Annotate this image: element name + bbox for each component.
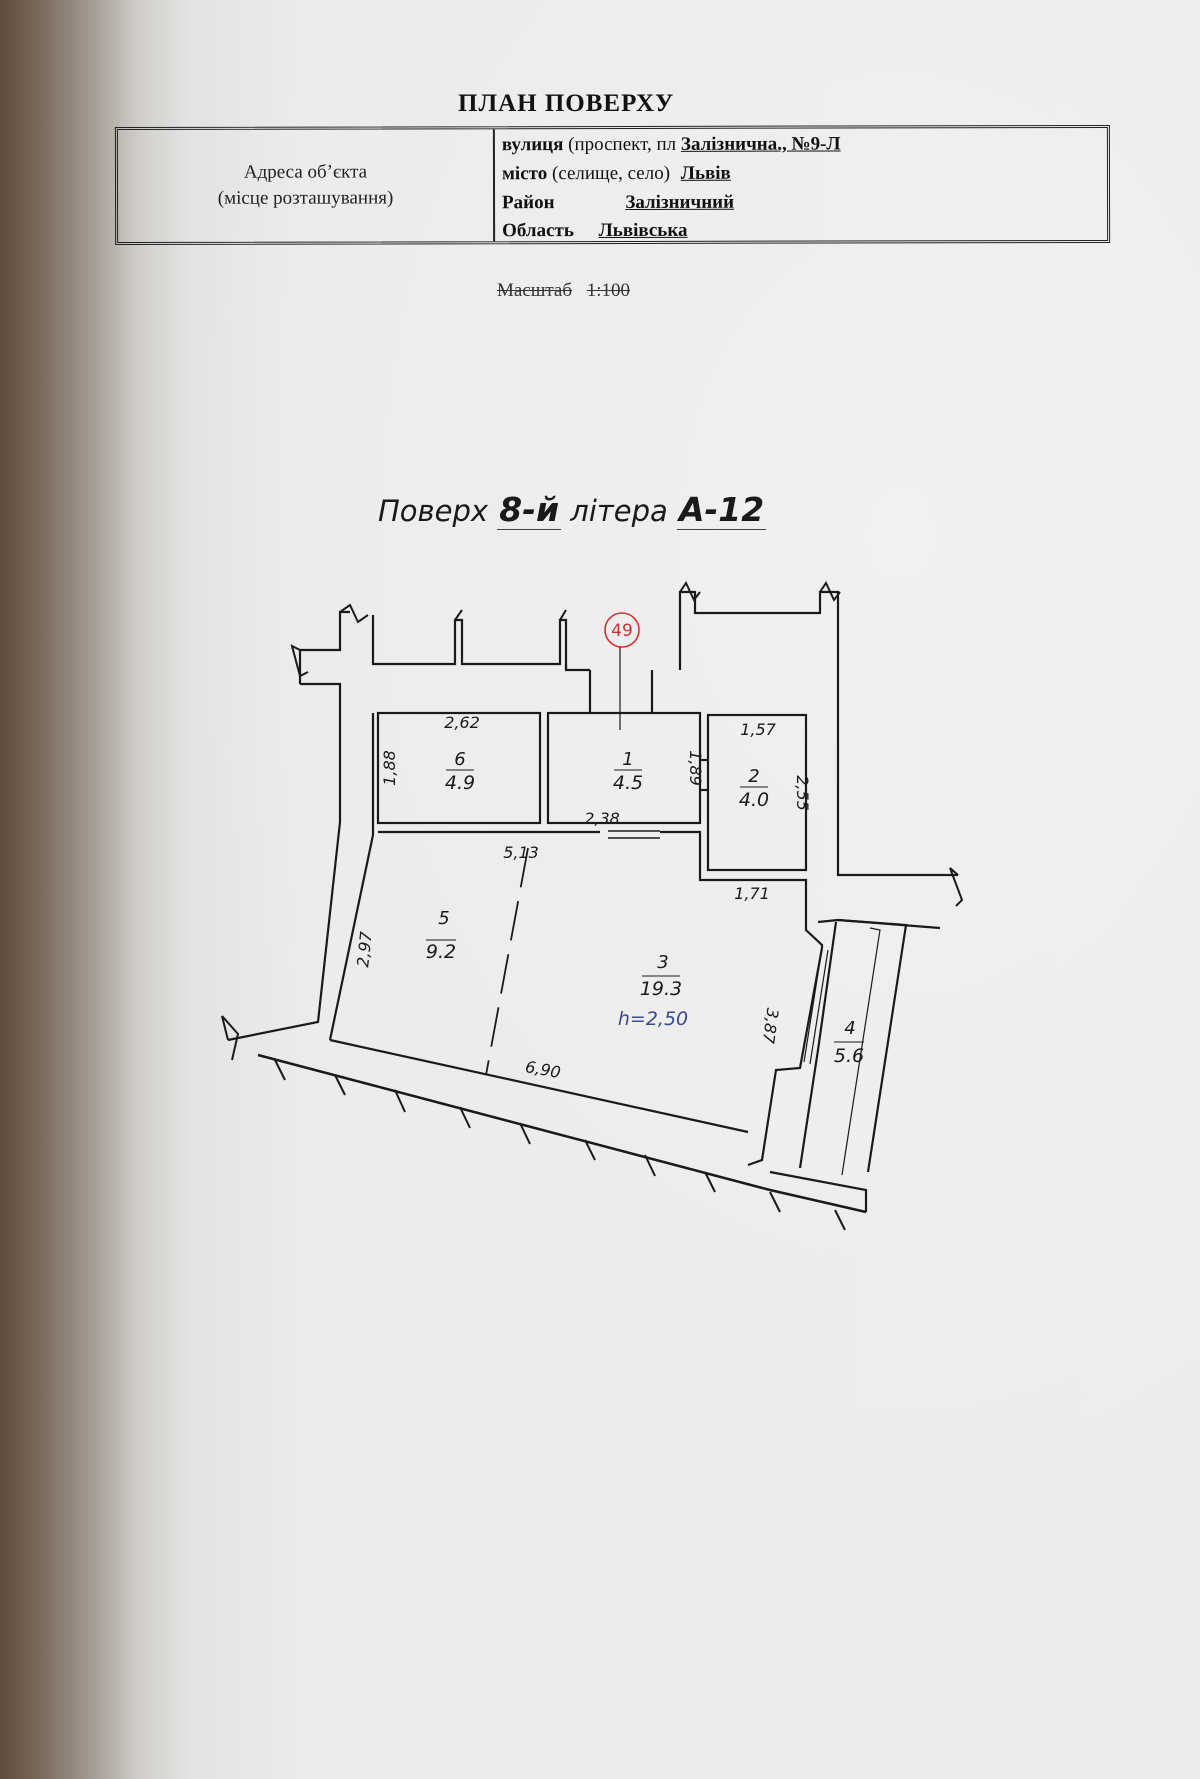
dim-r2-side: 2,55 xyxy=(793,775,812,811)
dim-r1-bottom: 2,38 xyxy=(584,809,620,828)
dim-r3-bottom: 6,90 xyxy=(524,1057,562,1082)
room-1-area: 4.5 xyxy=(613,772,643,794)
floor-caption: Поверх 8-й літера А-12 xyxy=(378,490,767,530)
room-6-outline xyxy=(376,711,542,825)
dim-r1-side: 1,89 xyxy=(686,750,705,786)
dim-r5-side: 2,97 xyxy=(353,930,376,968)
room-2-area: 4.0 xyxy=(739,789,769,811)
room-3-height: h=2,50 xyxy=(618,1008,688,1030)
room-4-area: 5.6 xyxy=(834,1045,864,1067)
break-symbols xyxy=(221,580,964,1061)
dim-r3-side: 3,87 xyxy=(758,1007,782,1046)
scale-label: Масштаб xyxy=(497,280,573,301)
scale-line: Масштаб 1:100 xyxy=(497,280,630,302)
exterior-hatching xyxy=(274,1059,846,1231)
room-5-area: 9.2 xyxy=(426,941,456,963)
scale-value: 1:100 xyxy=(586,280,631,301)
marker-label: 49 xyxy=(611,621,633,641)
room-6-number: 6 xyxy=(454,749,465,770)
plan-walls xyxy=(227,590,958,1214)
dim-r6-top: 2,62 xyxy=(444,713,480,732)
wall-room5-left xyxy=(328,713,375,1041)
dim-r2-top: 1,57 xyxy=(740,720,776,739)
document-title: ПЛАН ПОВЕРХУ xyxy=(458,90,675,117)
floor-middle: літера xyxy=(570,494,668,528)
dimension-labels: 2,62 1,88 1,89 2,38 1,57 2,55 1,71 5,13 … xyxy=(353,713,812,1082)
section-marker: 49 xyxy=(604,612,640,730)
floor-letter: А-12 xyxy=(677,490,767,530)
room-3-number: 3 xyxy=(657,952,668,973)
dim-r5-top: 5,13 xyxy=(503,843,539,862)
room-3-area: 19.3 xyxy=(640,978,682,1000)
dim-r2-bottom: 1,71 xyxy=(734,884,770,903)
room-1-number: 1 xyxy=(622,749,633,770)
wall-right-upper xyxy=(678,590,958,877)
room-2-outline xyxy=(706,713,808,872)
floor-prefix: Поверх xyxy=(378,494,489,528)
room-labels: 6 4.9 1 4.5 2 4.0 5 9.2 3 19.3 h=2,50 4 … xyxy=(426,749,864,1067)
dim-r6-side: 1,88 xyxy=(380,750,399,786)
room-1-outline xyxy=(546,711,702,825)
room-2-number: 2 xyxy=(748,766,759,787)
floor-number: 8-й xyxy=(497,490,562,530)
room-6-area: 4.9 xyxy=(445,772,475,794)
wall-left-outer xyxy=(227,682,342,1042)
room-5-number: 5 xyxy=(438,908,449,929)
room-4-number: 4 xyxy=(844,1018,855,1039)
